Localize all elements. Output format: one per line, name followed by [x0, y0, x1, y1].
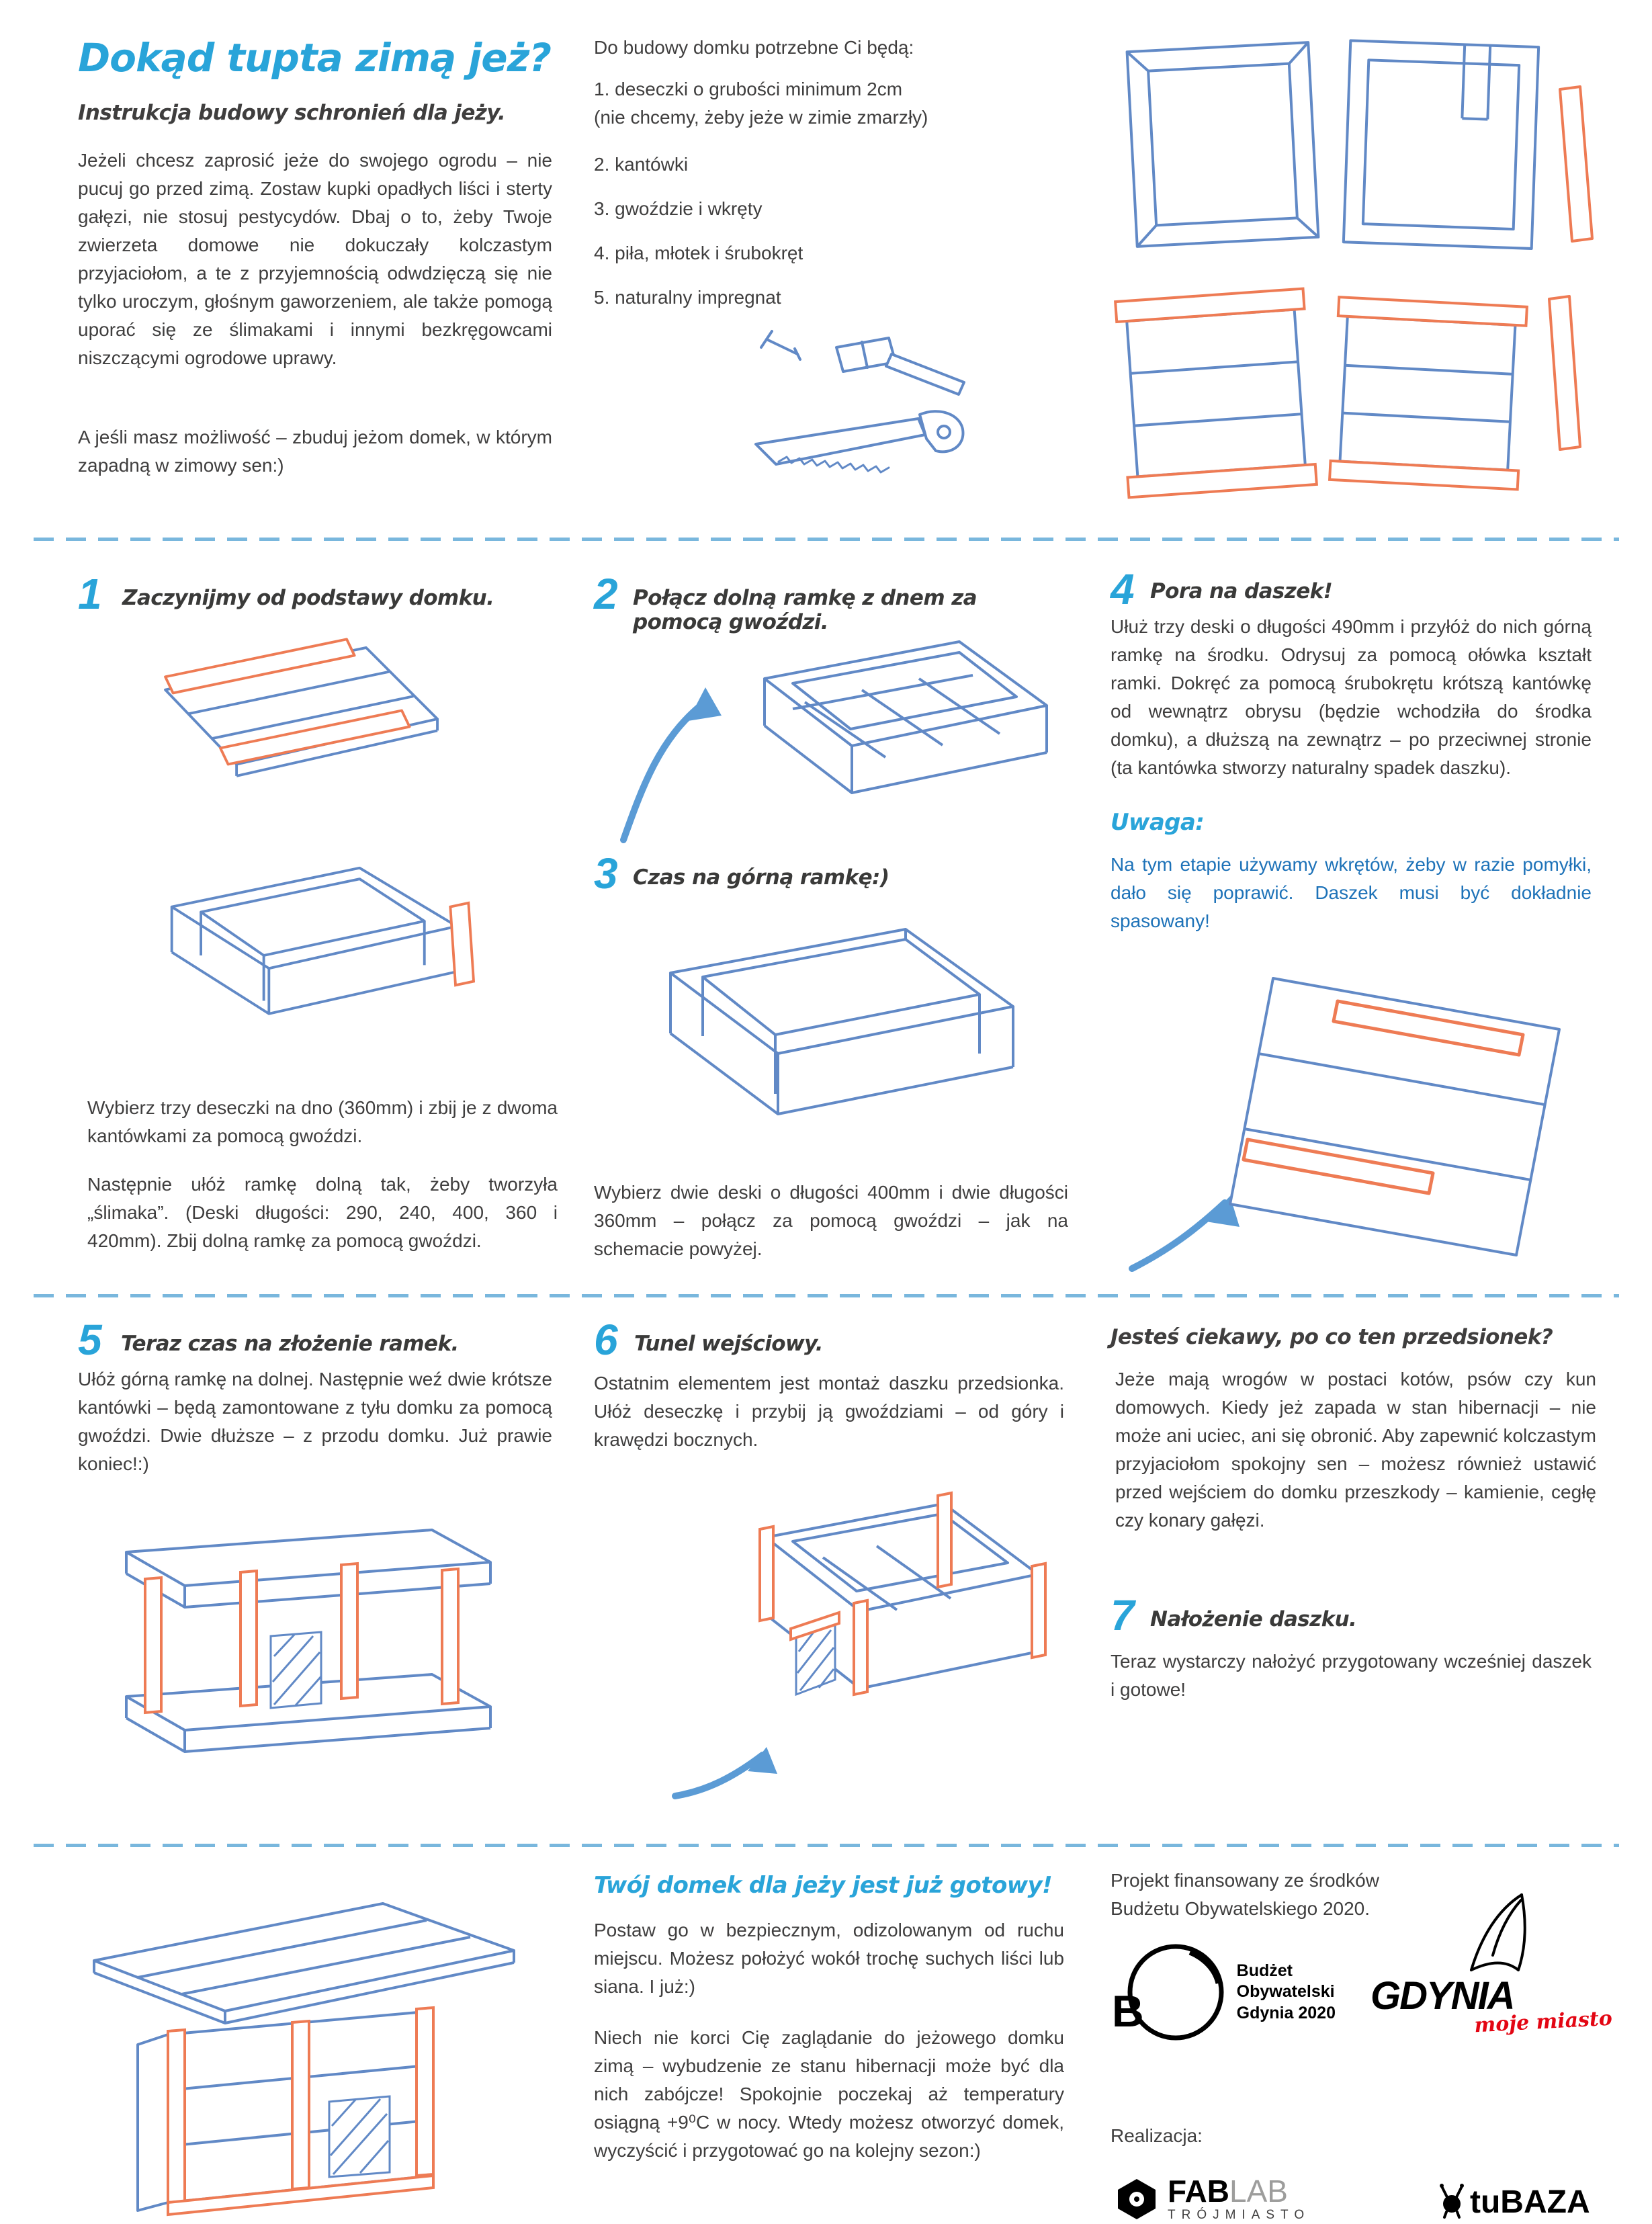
step-5-number: 5 — [78, 1316, 102, 1364]
step-1-title: Zaczynijmy od podstawy domku. — [122, 586, 494, 610]
section-divider — [34, 1294, 1619, 1297]
materials-item-4: 4. piła, młotek i śrubokręt — [594, 243, 803, 263]
step-6-number: 6 — [594, 1316, 618, 1364]
wood-parts-sketch-icon — [1114, 39, 1594, 499]
realizacja-label: Realizacja: — [1111, 2125, 1203, 2146]
step-7-text: Teraz wystarczy nałożyć przygotowany wcz… — [1111, 1651, 1592, 1700]
intro-paragraph-2: A jeśli masz możliwość – zbuduj jeżom do… — [78, 427, 552, 476]
finale-text-2: Niech nie korci Cię zaglądanie do jeżowe… — [594, 2027, 1064, 2161]
antenna-icon — [1440, 2184, 1464, 2219]
step-6-title: Tunel wejściowy. — [634, 1332, 824, 1356]
fablab-logo-sub: TRÓJMIASTO — [1168, 2208, 1311, 2222]
step-6-text: Ostatnim elementem jest montaż daszku pr… — [594, 1373, 1064, 1450]
frame-with-bottom-sketch-icon — [620, 640, 1048, 843]
step-5-text: Ułóż górną ramkę na dolnej. Następnie we… — [78, 1369, 552, 1474]
finale-text-1: Postaw go w bezpiecznym, odizolowanym od… — [594, 1920, 1064, 1997]
step-4-title: Pora na daszek! — [1150, 579, 1333, 603]
upper-frame-sketch-icon — [669, 928, 1014, 1115]
budzet-obywatelski-logo: B Budżet Obywatelski Gdynia 2020 — [1112, 1942, 1336, 2043]
intro-paragraph-1: Jeżeli chcesz zaprosić jeże do swojego o… — [78, 150, 552, 368]
step-7-title: Nałożenie daszku. — [1150, 1607, 1357, 1631]
base-frame-sketch-icon — [164, 638, 476, 1015]
section-divider — [34, 538, 1619, 541]
tubaza-logo: tuBAZA — [1438, 2182, 1590, 2219]
budzet-logo-letter: B — [1112, 1986, 1144, 2036]
fablab-icon — [1118, 2179, 1156, 2219]
roof-panel-sketch-icon — [1129, 977, 1561, 1272]
curved-arrow-icon — [620, 687, 722, 843]
step-3-title: Czas na górną ramkę:) — [633, 865, 889, 890]
step-7-number: 7 — [1111, 1591, 1135, 1639]
step-5-title: Teraz czas na złożenie ramek. — [121, 1332, 459, 1356]
step-2-title: Połącz dolną ramkę z dnem za pomocą gwoź… — [633, 586, 977, 634]
gdynia-logo-name: GDYNIA — [1371, 1974, 1516, 2018]
page-subtitle: Instrukcja budowy schronień dla jeży. — [78, 101, 506, 125]
step-2-number: 2 — [594, 570, 618, 618]
step-1-text-2: Następnie ułóż ramkę dolną tak, żeby two… — [87, 1174, 558, 1251]
entrance-tunnel-sketch-icon — [672, 1491, 1047, 1799]
hammer-saw-nail-sketch-icon — [754, 330, 965, 474]
fablab-logo-lab: LAB — [1229, 2174, 1288, 2209]
step-4-note: Na tym etapie używamy wkrętów, żeby w ra… — [1111, 854, 1592, 931]
step-1-number: 1 — [78, 570, 102, 618]
finished-house-sketch-icon — [93, 1902, 515, 2217]
curved-arrow-icon — [672, 1747, 777, 1799]
assembled-frames-sketch-icon — [125, 1529, 492, 1753]
step-4-number: 4 — [1111, 565, 1135, 613]
step-3-text: Wybierz dwie deski o długości 400mm i dw… — [594, 1182, 1068, 1259]
funding-note: Projekt finansowany ze środków Budżetu O… — [1111, 1870, 1379, 1919]
materials-item-2: 2. kantówki — [594, 154, 689, 175]
page-title: Dokąd tupta zimą jeż? — [78, 35, 552, 81]
gdynia-logo: GDYNIA moje miasto — [1371, 1889, 1613, 2037]
materials-item-5: 5. naturalny impregnat — [594, 287, 781, 308]
step-4-note-label: Uwaga: — [1111, 809, 1205, 836]
budzet-logo-text: Budżet Obywatelski Gdynia 2020 — [1236, 1961, 1336, 2022]
step-4-text: Ułuż trzy deski o długości 490mm i przył… — [1111, 616, 1592, 778]
materials-item-3: 3. gwoździe i wkręty — [594, 198, 763, 219]
section-divider — [34, 1844, 1619, 1847]
sail-icon — [1470, 1893, 1526, 1971]
porch-question-title: Jesteś ciekawy, po co ten przedsionek? — [1111, 1325, 1553, 1349]
tubaza-logo-name: tuBAZA — [1470, 2184, 1590, 2220]
step-1-text-1: Wybierz trzy deseczki na dno (360mm) i z… — [87, 1097, 558, 1146]
fablab-logo-fab: FAB — [1168, 2174, 1229, 2209]
finale-title: Twój domek dla jeży jest już gotowy! — [594, 1872, 1053, 1899]
step-3-number: 3 — [594, 849, 618, 898]
circle-logo-icon — [1127, 1944, 1224, 2041]
materials-item-1: 1. deseczki o grubości minimum 2cm (nie … — [594, 79, 928, 128]
materials-heading: Do budowy domku potrzebne Ci będą: — [594, 37, 914, 58]
curved-arrow-icon — [1129, 1196, 1240, 1272]
porch-question-text: Jeże mają wrogów w postaci kotów, psów c… — [1115, 1369, 1596, 1531]
fablab-logo: FABLAB TRÓJMIASTO — [1115, 2176, 1310, 2223]
